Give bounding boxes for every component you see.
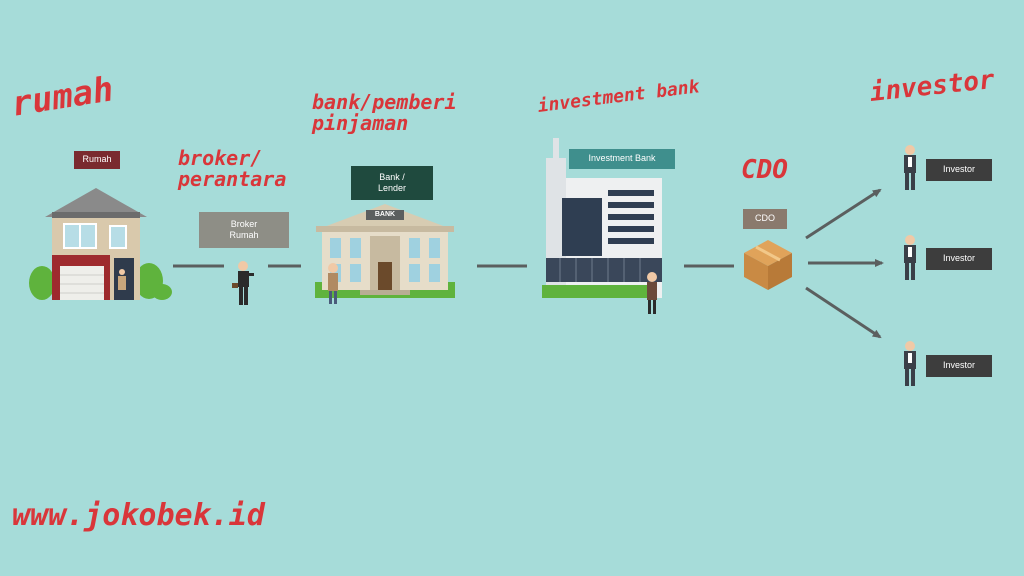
annotation-cdo: CDO	[741, 155, 788, 185]
bank-lender-label: Bank / Lender	[351, 166, 433, 200]
annotation-broker: broker/ perantara	[178, 146, 287, 191]
skyscraper-icon	[542, 138, 662, 314]
bank-sign-label: BANK	[374, 210, 396, 218]
cdo-box-icon	[744, 240, 792, 290]
broker-rumah-label: Broker Rumah	[199, 212, 289, 248]
rumah-label: Rumah	[74, 151, 120, 169]
investor-person-icon	[904, 145, 916, 386]
house-icon	[29, 188, 172, 300]
investor-arrows	[805, 188, 884, 339]
investment-bank-label: Investment Bank	[569, 149, 675, 169]
investor-label: Investor	[926, 355, 992, 377]
website-watermark: www.jokobek.id	[12, 498, 265, 533]
cdo-label: CDO	[743, 209, 787, 229]
bank-building-icon	[315, 204, 455, 304]
investor-label: Investor	[926, 248, 992, 270]
investor-label: Investor	[926, 159, 992, 181]
broker-person-icon	[232, 261, 254, 305]
annotation-bank: bank/pemberi pinjaman	[312, 90, 457, 135]
